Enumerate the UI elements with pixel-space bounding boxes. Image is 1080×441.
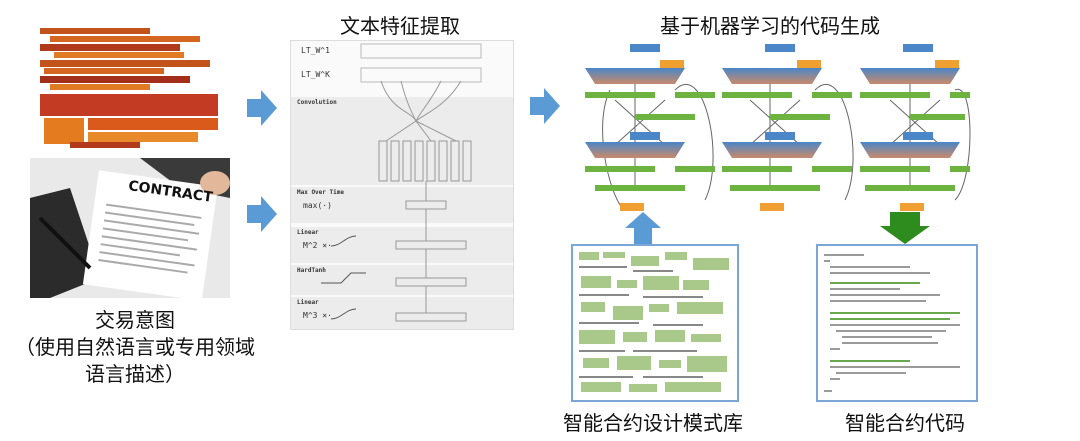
pattern-library-panel — [571, 244, 739, 402]
cnn-layer-hardtanh: HardTanh — [297, 267, 326, 274]
cnn-input-label-1: LT_W^1 — [301, 46, 330, 55]
arrow-right-icon — [247, 90, 277, 126]
contract-code-graphic — [824, 254, 960, 392]
pattern-library-graphic — [579, 252, 729, 392]
contract-code-label: 智能合约代码 — [845, 411, 965, 435]
cnn-layer-maxovertime: Max Over Time — [297, 189, 344, 196]
pattern-library-label: 智能合约设计模式库 — [563, 411, 743, 435]
codegen-network-graphic — [585, 44, 971, 211]
contract-photo: CONTRACT — [30, 158, 230, 298]
contract-graphic — [30, 158, 230, 298]
arrow-down-icon — [880, 212, 930, 244]
cnn-layer-linear-2: Linear — [297, 299, 319, 306]
cnn-layer-linear-1: Linear — [297, 229, 319, 236]
code-blocks-graphic — [40, 28, 218, 148]
cnn-op-max: max(·) — [303, 201, 332, 210]
arrow-up-icon — [625, 212, 661, 244]
codegen-title: 基于机器学习的代码生成 — [660, 14, 880, 38]
left-caption-line2: （使用自然语言或专用领域 — [15, 335, 255, 359]
left-caption-line1: 交易意图 — [95, 308, 175, 332]
left-caption-line3: 语言描述） — [85, 362, 185, 386]
arrow-right-icon — [247, 196, 277, 232]
cnn-layer-convolution: Convolution — [297, 99, 337, 106]
code-blocks-image — [40, 18, 222, 148]
cnn-input-label-2: LT_W^K — [301, 70, 330, 79]
cnn-graphic — [291, 43, 513, 329]
cnn-diagram: LT_W^1 LT_W^K Convolution Max Over Time … — [290, 40, 514, 330]
arrow-right-icon — [530, 88, 560, 124]
feature-extraction-title: 文本特征提取 — [340, 14, 460, 38]
codegen-network — [575, 40, 975, 215]
cnn-op-m3: M^3 ×· — [303, 311, 332, 320]
contract-code-panel — [816, 244, 978, 402]
cnn-op-m2: M^2 ×· — [303, 241, 332, 250]
